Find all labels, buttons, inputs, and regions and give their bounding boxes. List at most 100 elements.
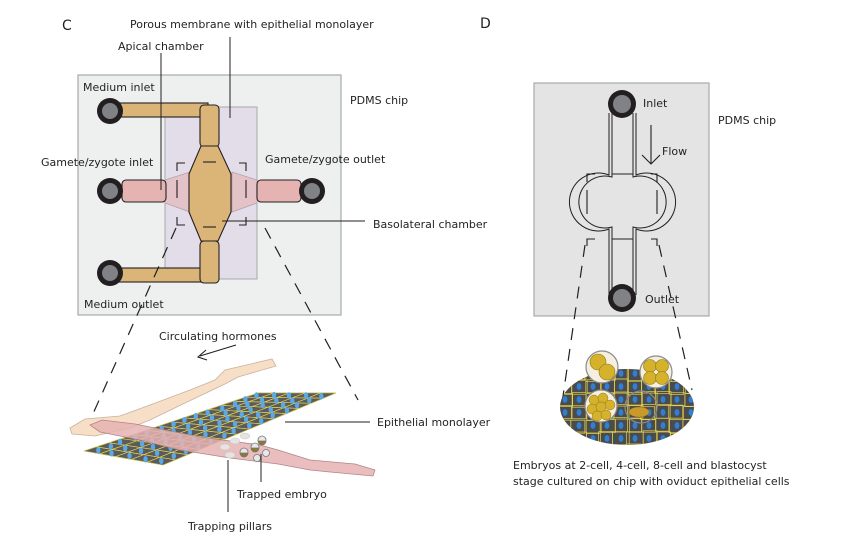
cell-nucleus <box>647 448 652 455</box>
cell-outline <box>697 380 711 393</box>
cell-nucleus <box>590 435 596 442</box>
cell-outline <box>627 392 643 407</box>
cell-nucleus <box>604 435 610 442</box>
port-inlet-d <box>608 90 636 118</box>
cell-outline <box>560 405 572 419</box>
zoom-brackets-d <box>586 173 658 246</box>
apical-chamber-shape <box>188 145 232 242</box>
cell-nucleus <box>577 448 582 455</box>
cell-nucleus <box>96 447 101 454</box>
cell-nucleus <box>619 448 624 455</box>
cell-nucleus <box>618 435 624 442</box>
leader-lines-exploded <box>227 421 370 512</box>
cell-nucleus <box>703 422 708 429</box>
cell-nucleus <box>604 422 610 429</box>
cell-nucleus <box>576 422 582 429</box>
basolateral-layer <box>89 419 376 477</box>
cell-outline <box>560 393 574 407</box>
cell-nucleus <box>219 405 225 412</box>
medium-inlet-channel <box>117 102 209 118</box>
cell-outline <box>307 392 337 399</box>
cell-outline <box>655 417 670 432</box>
cell-nucleus <box>660 435 666 442</box>
cell-nucleus <box>223 409 228 417</box>
trapped-embryos <box>239 435 270 462</box>
cell-outline <box>698 367 712 380</box>
caption-line-1: Embryos at 2-cell, 4-cell, 8-cell and bl… <box>513 459 767 472</box>
cell-nucleus <box>661 448 666 455</box>
cell-nucleus <box>243 416 249 423</box>
cell-nucleus <box>674 435 680 442</box>
cell-nucleus <box>660 396 666 403</box>
flow-arrow <box>641 125 661 165</box>
cell-nucleus <box>245 401 250 408</box>
cell-nucleus <box>239 411 244 418</box>
label-gamete-inlet: Gamete/zygote inlet <box>41 156 154 169</box>
cell-outline <box>615 418 630 433</box>
cell-nucleus <box>171 452 177 460</box>
cell-nucleus <box>688 422 694 429</box>
cell-outline <box>600 446 614 459</box>
embryo-blastocyst <box>624 390 658 424</box>
cell-nucleus <box>689 448 694 455</box>
label-trapped-embryo: Trapped embryo <box>236 488 327 501</box>
cell-nucleus <box>231 427 236 435</box>
cell-nucleus <box>248 406 253 414</box>
cell-nucleus <box>618 396 624 403</box>
embryo-4-cell <box>639 355 673 389</box>
cell-nucleus <box>205 409 210 416</box>
cell-nucleus <box>646 435 652 442</box>
label-epithelial-monolayer: Epithelial monolayer <box>377 416 491 429</box>
cell-nucleus <box>576 396 582 403</box>
label-inlet-d: Inlet <box>643 97 668 110</box>
cell-nucleus <box>688 435 694 442</box>
cell-nucleus <box>632 422 638 429</box>
label-pdms-chip-d: PDMS chip <box>718 114 776 127</box>
cell-nucleus <box>674 396 680 403</box>
channel-d <box>568 113 677 295</box>
cell-nucleus <box>182 416 187 424</box>
cell-nucleus <box>294 401 300 409</box>
cell-nucleus <box>271 391 277 399</box>
cell-nucleus <box>605 448 610 455</box>
cell-nucleus <box>632 370 638 377</box>
cell-nucleus <box>618 422 624 429</box>
cell-nucleus <box>202 424 208 432</box>
cell-nucleus <box>591 448 596 455</box>
cell-outline <box>641 443 657 445</box>
cell-nucleus <box>604 383 610 390</box>
label-basolateral-chamber: Basolateral chamber <box>373 218 488 231</box>
cell-nucleus <box>139 440 145 448</box>
cell-nucleus <box>217 419 222 427</box>
port-medium-outlet <box>97 260 123 286</box>
cell-nucleus <box>284 407 290 414</box>
cell-outline <box>626 443 642 445</box>
cell-nucleus <box>290 397 295 404</box>
cell-outline <box>699 394 713 407</box>
cell-nucleus <box>674 370 680 377</box>
cell-nucleus <box>703 370 708 377</box>
hormone-arrow <box>196 344 237 361</box>
trapping-pillars <box>219 432 251 459</box>
caption-line-2: stage cultured on chip with oviduct epit… <box>513 475 790 488</box>
cell-nucleus <box>688 409 694 416</box>
cell-nucleus <box>117 438 123 446</box>
label-outlet-d: Outlet <box>645 293 680 306</box>
cell-nucleus <box>618 370 624 377</box>
cell-nucleus <box>193 412 199 420</box>
cell-outline <box>697 431 711 444</box>
cell-nucleus <box>109 450 114 457</box>
embryo-8-cell <box>584 389 618 423</box>
cell-outline <box>560 444 572 445</box>
cell-nucleus <box>632 383 638 390</box>
cell-nucleus <box>203 431 208 438</box>
cell-nucleus <box>222 432 227 439</box>
cell-nucleus <box>108 443 114 450</box>
cell-outline <box>573 446 587 459</box>
embryo-2-cell <box>585 350 619 384</box>
cell-nucleus <box>562 383 568 390</box>
cell-nucleus <box>562 396 568 403</box>
cell-outline <box>613 445 627 458</box>
cell-nucleus <box>646 422 652 429</box>
